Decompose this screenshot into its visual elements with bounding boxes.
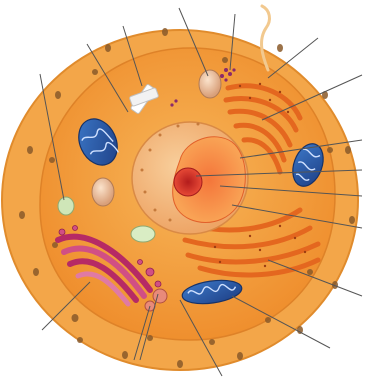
vesicle-mid [131,226,155,242]
vesicle-top [199,70,221,98]
peroxisome [58,197,74,215]
nucleolus [174,168,202,196]
vesicle-left [92,178,114,206]
